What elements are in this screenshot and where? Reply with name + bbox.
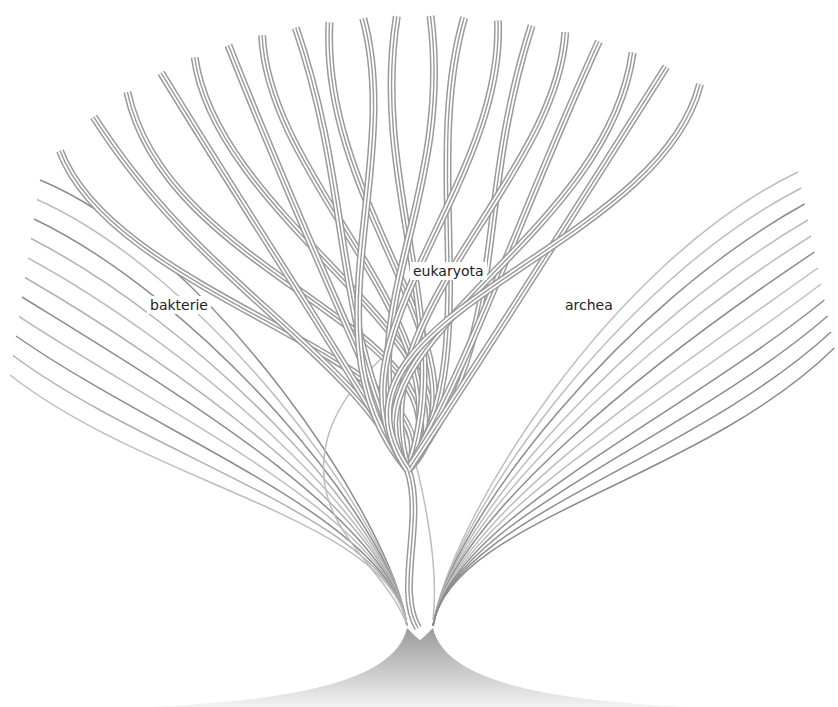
eukaryote-lineage-outer bbox=[408, 470, 418, 628]
trunk bbox=[150, 628, 690, 707]
bacteria-lineage bbox=[19, 317, 407, 627]
archaea-lineage bbox=[433, 332, 831, 626]
eukaryote-lineage-gap bbox=[388, 84, 700, 470]
eukaryote-lineage-outer bbox=[388, 84, 700, 470]
archaea-lineage bbox=[433, 268, 818, 626]
eukaryote-lineage-gap bbox=[408, 41, 599, 470]
eukaryote-lineage-gap bbox=[408, 470, 418, 628]
eukaryote-lineage-core bbox=[408, 41, 599, 470]
archaea-lineage bbox=[433, 300, 824, 626]
bacteria-lineage bbox=[16, 336, 407, 626]
eukaryote-lineage-core bbox=[408, 67, 666, 470]
eukaryote-lineage-outer bbox=[394, 53, 632, 470]
archaea-lineage bbox=[433, 316, 828, 626]
eukaryote-lineage-outer bbox=[408, 41, 599, 470]
domain-label: bakterie bbox=[147, 296, 211, 314]
bacteria-lineage bbox=[22, 297, 407, 626]
bacteria-lineage bbox=[10, 375, 407, 626]
domain-label: eukaryota bbox=[410, 262, 487, 280]
archaea-lineage bbox=[433, 348, 834, 626]
eukaryote-lineage-core bbox=[408, 470, 418, 628]
domain-label: archea bbox=[562, 296, 616, 314]
eukaryote-lineage-core bbox=[394, 53, 632, 470]
eukaryote-lineage-gap bbox=[408, 67, 666, 470]
eukaryote-lineage-outer bbox=[408, 67, 666, 470]
eukaryote-lineage-gap bbox=[394, 53, 632, 470]
eukaryote-lineage-core bbox=[388, 84, 700, 470]
